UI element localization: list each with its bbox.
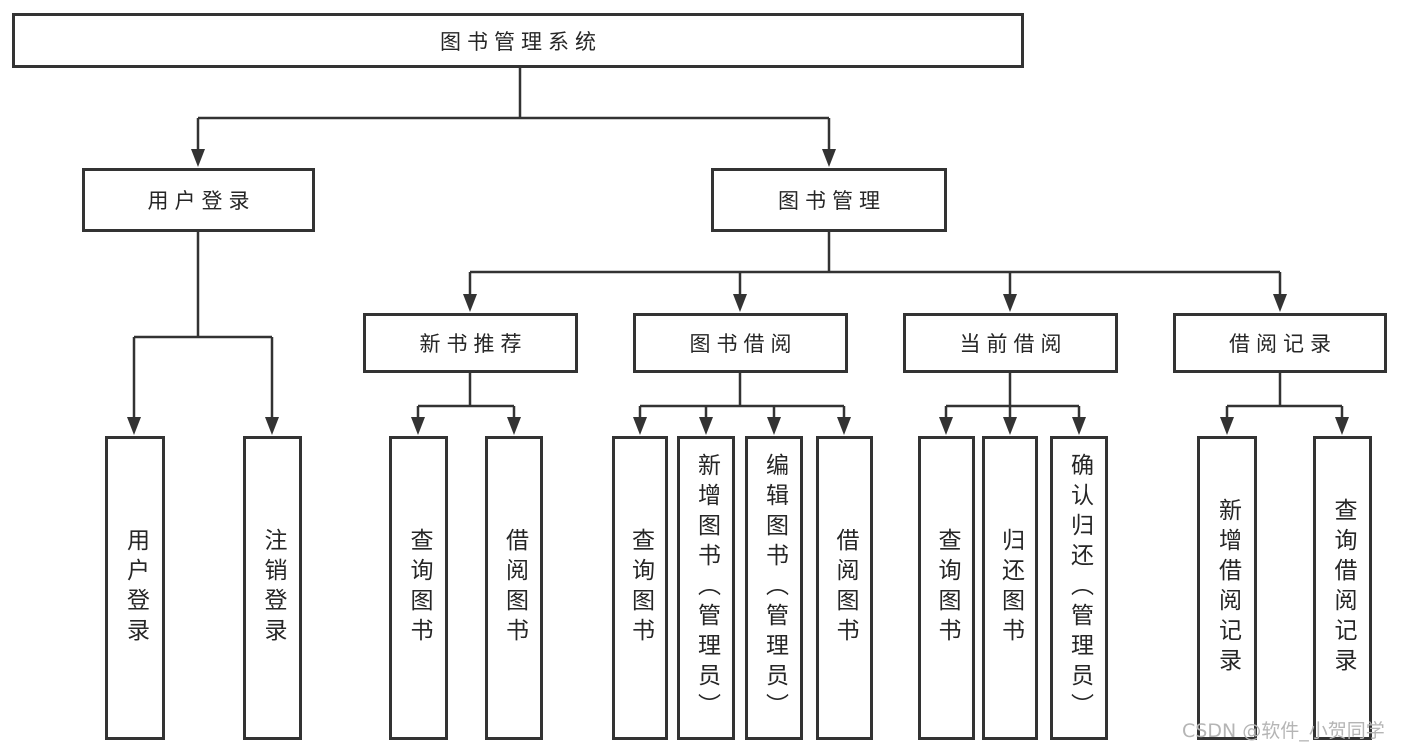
leaf-records-query-record-label: 查询借阅记录 [1330, 498, 1356, 678]
leaf-current-return-books: 归还图书 [982, 436, 1038, 740]
leaf-borrow-add-books-admin-label: 新增图书（管理员） [693, 453, 720, 723]
leaf-newbook-borrow-books: 借阅图书 [485, 436, 543, 740]
leaf-user-login: 用户登录 [105, 436, 165, 740]
leaf-borrow-borrow-books: 借阅图书 [816, 436, 873, 740]
node-new-book-recommend-label: 新书推荐 [419, 332, 528, 356]
leaf-records-add-record: 新增借阅记录 [1197, 436, 1257, 740]
leaf-current-confirm-return-admin: 确认归还（管理员） [1050, 436, 1108, 740]
leaf-borrow-edit-books-admin: 编辑图书（管理员） [745, 436, 803, 740]
node-library-system: 图书管理系统 [12, 13, 1024, 68]
leaf-logout-login: 注销登录 [243, 436, 302, 740]
node-book-borrow-label: 图书借阅 [689, 332, 798, 356]
node-book-borrow: 图书借阅 [633, 313, 848, 373]
leaf-borrow-query-books: 查询图书 [612, 436, 668, 740]
node-current-borrow-label: 当前借阅 [959, 332, 1068, 356]
leaf-current-return-books-label: 归还图书 [997, 528, 1024, 648]
node-user-login-label: 用户登录 [147, 189, 256, 213]
node-borrow-records-label: 借阅记录 [1229, 332, 1337, 356]
leaf-user-login-label: 用户登录 [122, 528, 149, 648]
leaf-borrow-borrow-books-label: 借阅图书 [832, 528, 858, 648]
node-book-management: 图书管理 [711, 168, 947, 232]
node-current-borrow: 当前借阅 [903, 313, 1118, 373]
leaf-borrow-query-books-label: 查询图书 [627, 528, 654, 648]
node-book-management-label: 图书管理 [778, 189, 886, 213]
leaf-logout-login-label: 注销登录 [260, 528, 286, 648]
leaf-newbook-query-books: 查询图书 [389, 436, 448, 740]
leaf-current-query-books: 查询图书 [918, 436, 975, 740]
leaf-records-query-record: 查询借阅记录 [1313, 436, 1372, 740]
leaf-records-add-record-label: 新增借阅记录 [1214, 498, 1241, 678]
node-borrow-records: 借阅记录 [1173, 313, 1387, 373]
leaf-newbook-query-books-label: 查询图书 [406, 528, 432, 648]
csdn-watermark: CSDN @软件_小贺同学 [1182, 720, 1385, 742]
leaf-current-confirm-return-admin-label: 确认归还（管理员） [1066, 453, 1093, 723]
leaf-borrow-add-books-admin: 新增图书（管理员） [677, 436, 735, 740]
leaf-current-query-books-label: 查询图书 [934, 528, 960, 648]
leaf-borrow-edit-books-admin-label: 编辑图书（管理员） [761, 453, 788, 723]
node-library-system-label: 图书管理系统 [440, 29, 602, 54]
node-user-login: 用户登录 [82, 168, 315, 232]
node-new-book-recommend: 新书推荐 [363, 313, 578, 373]
leaf-newbook-borrow-books-label: 借阅图书 [501, 528, 528, 648]
